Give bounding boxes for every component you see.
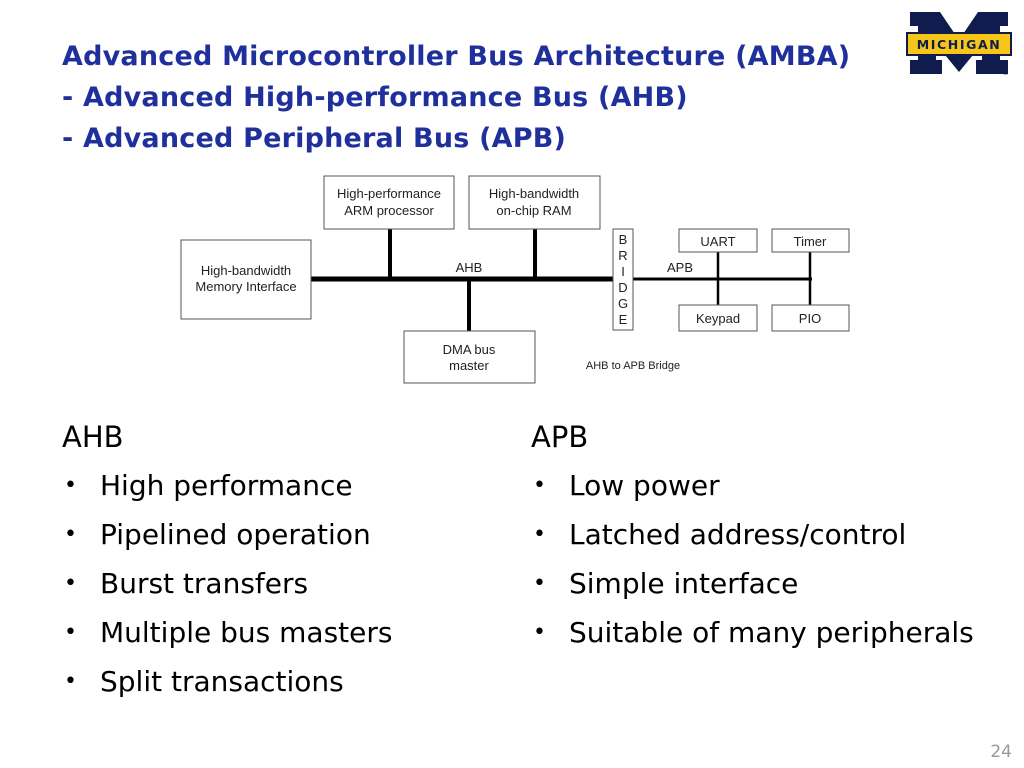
slide-title: Advanced Microcontroller Bus Architectur… — [62, 36, 850, 159]
ram-label-line-2: on-chip RAM — [496, 203, 571, 218]
bridge-box — [612, 228, 634, 331]
bridge-letter-r: R — [618, 248, 627, 263]
ahb-list: High performance Pipelined operation Bur… — [62, 465, 392, 702]
ahb-list-item: Pipelined operation — [62, 514, 392, 555]
apb-list: Low power Latched address/control Simple… — [531, 465, 974, 653]
dma-label-line-1: DMA bus — [443, 342, 496, 357]
ahb-list-item: High performance — [62, 465, 392, 506]
title-line-2: - Advanced High-performance Bus (AHB) — [62, 82, 688, 113]
keypad-label: Keypad — [696, 311, 740, 326]
timer-label: Timer — [794, 234, 827, 249]
apb-list-item: Suitable of many peripherals — [531, 612, 974, 653]
apb-features: APB Low power Latched address/control Si… — [531, 418, 974, 661]
bridge-caption: AHB to APB Bridge — [586, 360, 680, 372]
ram-label-line-1: High-bandwidth — [489, 186, 579, 201]
apb-list-item: Low power — [531, 465, 974, 506]
bridge-letter-e: E — [619, 312, 628, 327]
memory-interface-box — [180, 239, 312, 320]
uart-label: UART — [700, 234, 735, 249]
apb-list-item: Latched address/control — [531, 514, 974, 555]
pio-box — [771, 304, 850, 332]
logo-banner-inner — [908, 34, 1010, 54]
ahb-list-item: Burst transfers — [62, 563, 392, 604]
bridge-letter-d: D — [618, 280, 627, 295]
apb-heading: APB — [531, 420, 589, 454]
ahb-bus-label: AHB — [456, 260, 483, 275]
processor-label-line-1: High-performance — [337, 186, 441, 201]
apb-list-item: Simple interface — [531, 563, 974, 604]
ahb-list-item: Multiple bus masters — [62, 612, 392, 653]
michigan-logo: MICHIGAN ® — [906, 12, 1012, 76]
processor-label-line-2: ARM processor — [344, 203, 434, 218]
page-number: 24 — [990, 742, 1012, 762]
apb-bus-label: APB — [667, 260, 693, 275]
title-line-3: - Advanced Peripheral Bus (APB) — [62, 123, 567, 154]
ahb-features: AHB High performance Pipelined operation… — [62, 418, 392, 710]
memory-label-line-1: High-bandwidth — [201, 263, 291, 278]
amba-block-diagram: High-performance ARM processor High-band… — [180, 175, 850, 384]
ahb-heading: AHB — [62, 420, 124, 454]
bridge-letter-g: G — [618, 296, 628, 311]
bridge-letter-i: I — [621, 264, 625, 279]
bridge-letter-b: B — [619, 232, 628, 247]
processor-box — [323, 175, 455, 230]
ahb-list-item: Split transactions — [62, 661, 392, 702]
title-line-1: Advanced Microcontroller Bus Architectur… — [62, 41, 851, 72]
ram-box — [468, 175, 601, 230]
keypad-box — [678, 304, 758, 332]
uart-box — [678, 228, 758, 253]
memory-label-line-2: Memory Interface — [195, 279, 296, 294]
dma-label-line-2: master — [449, 358, 489, 373]
logo-registered-mark: ® — [1002, 69, 1009, 76]
logo-text: MICHIGAN — [917, 37, 1002, 52]
dma-master-box — [403, 330, 536, 384]
pio-label: PIO — [799, 311, 821, 326]
timer-box — [771, 228, 850, 253]
